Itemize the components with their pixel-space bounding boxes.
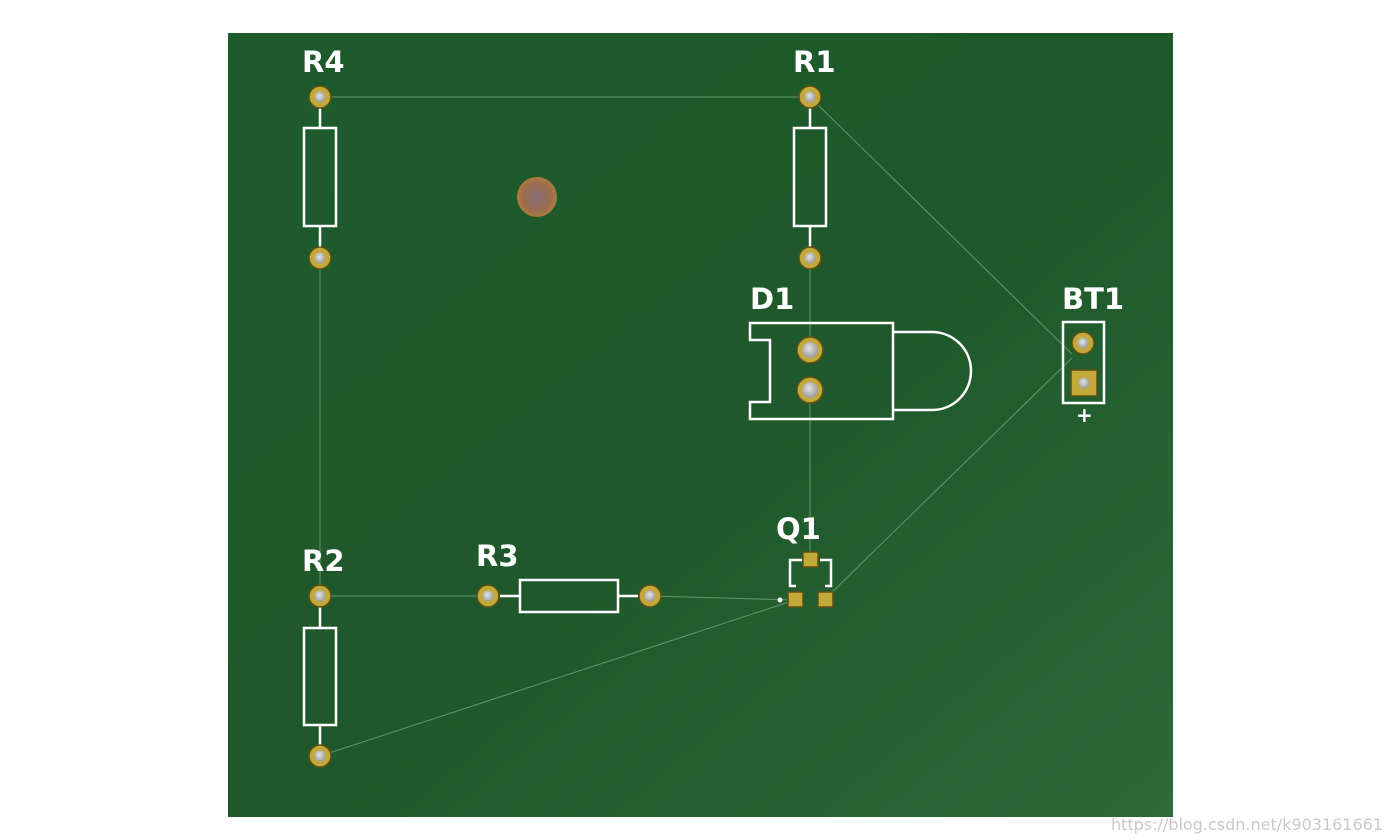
r1-pad-2-drill [804,252,816,264]
r2-pad-2-drill [314,750,326,762]
q1-designator: Q1 [776,512,821,546]
d1-outline [748,321,895,421]
r3-pad-2-drill [644,590,656,602]
q1-pad-right[interactable] [817,591,834,608]
r3-pad-1-drill [482,590,494,602]
bt1-pad-2-drill [1078,377,1090,389]
r2-designator: R2 [302,544,345,578]
ratsnest [319,96,1073,757]
component-r1[interactable]: R1 [792,45,836,270]
q1-pad-left[interactable] [787,591,804,608]
component-bt1[interactable]: BT1 + [1061,282,1124,427]
q1-pin1-marker [777,597,783,603]
ratsnest-bt1-q1 [825,357,1073,599]
watermark: https://blog.csdn.net/k903161661 [1110,815,1383,834]
r4-pad-2-drill [314,252,326,264]
r1-pad-1-drill [804,91,816,103]
component-r3[interactable]: R3 [476,539,662,614]
q1-outline [788,558,833,588]
r4-designator: R4 [302,45,345,79]
board-outline [228,33,1173,817]
bt1-pad-1-drill [1077,337,1089,349]
ratsnest-r3-q1 [649,595,796,601]
r4-pad-1-drill [314,91,326,103]
bt1-polarity-plus: + [1076,403,1093,427]
q1-pad-top[interactable] [802,551,819,568]
bt1-designator: BT1 [1062,282,1124,316]
r2-pad-1-drill [314,590,326,602]
r3-designator: R3 [476,539,519,573]
component-r2[interactable]: R2 [302,544,345,768]
component-r4[interactable]: R4 [302,45,345,270]
component-d1[interactable]: D1 [748,282,973,421]
ratsnest-r1-bt1 [809,96,1073,355]
ratsnest-r2-q1 [319,599,796,757]
d1-pad-1-drill [802,342,818,358]
component-q1[interactable]: Q1 [776,512,834,608]
mounting-hole[interactable] [517,177,557,217]
bt1-outline [1061,320,1106,405]
r1-designator: R1 [793,45,836,79]
d1-pad-2-drill [802,382,818,398]
d1-lens-outline [893,330,973,412]
d1-designator: D1 [750,282,794,316]
